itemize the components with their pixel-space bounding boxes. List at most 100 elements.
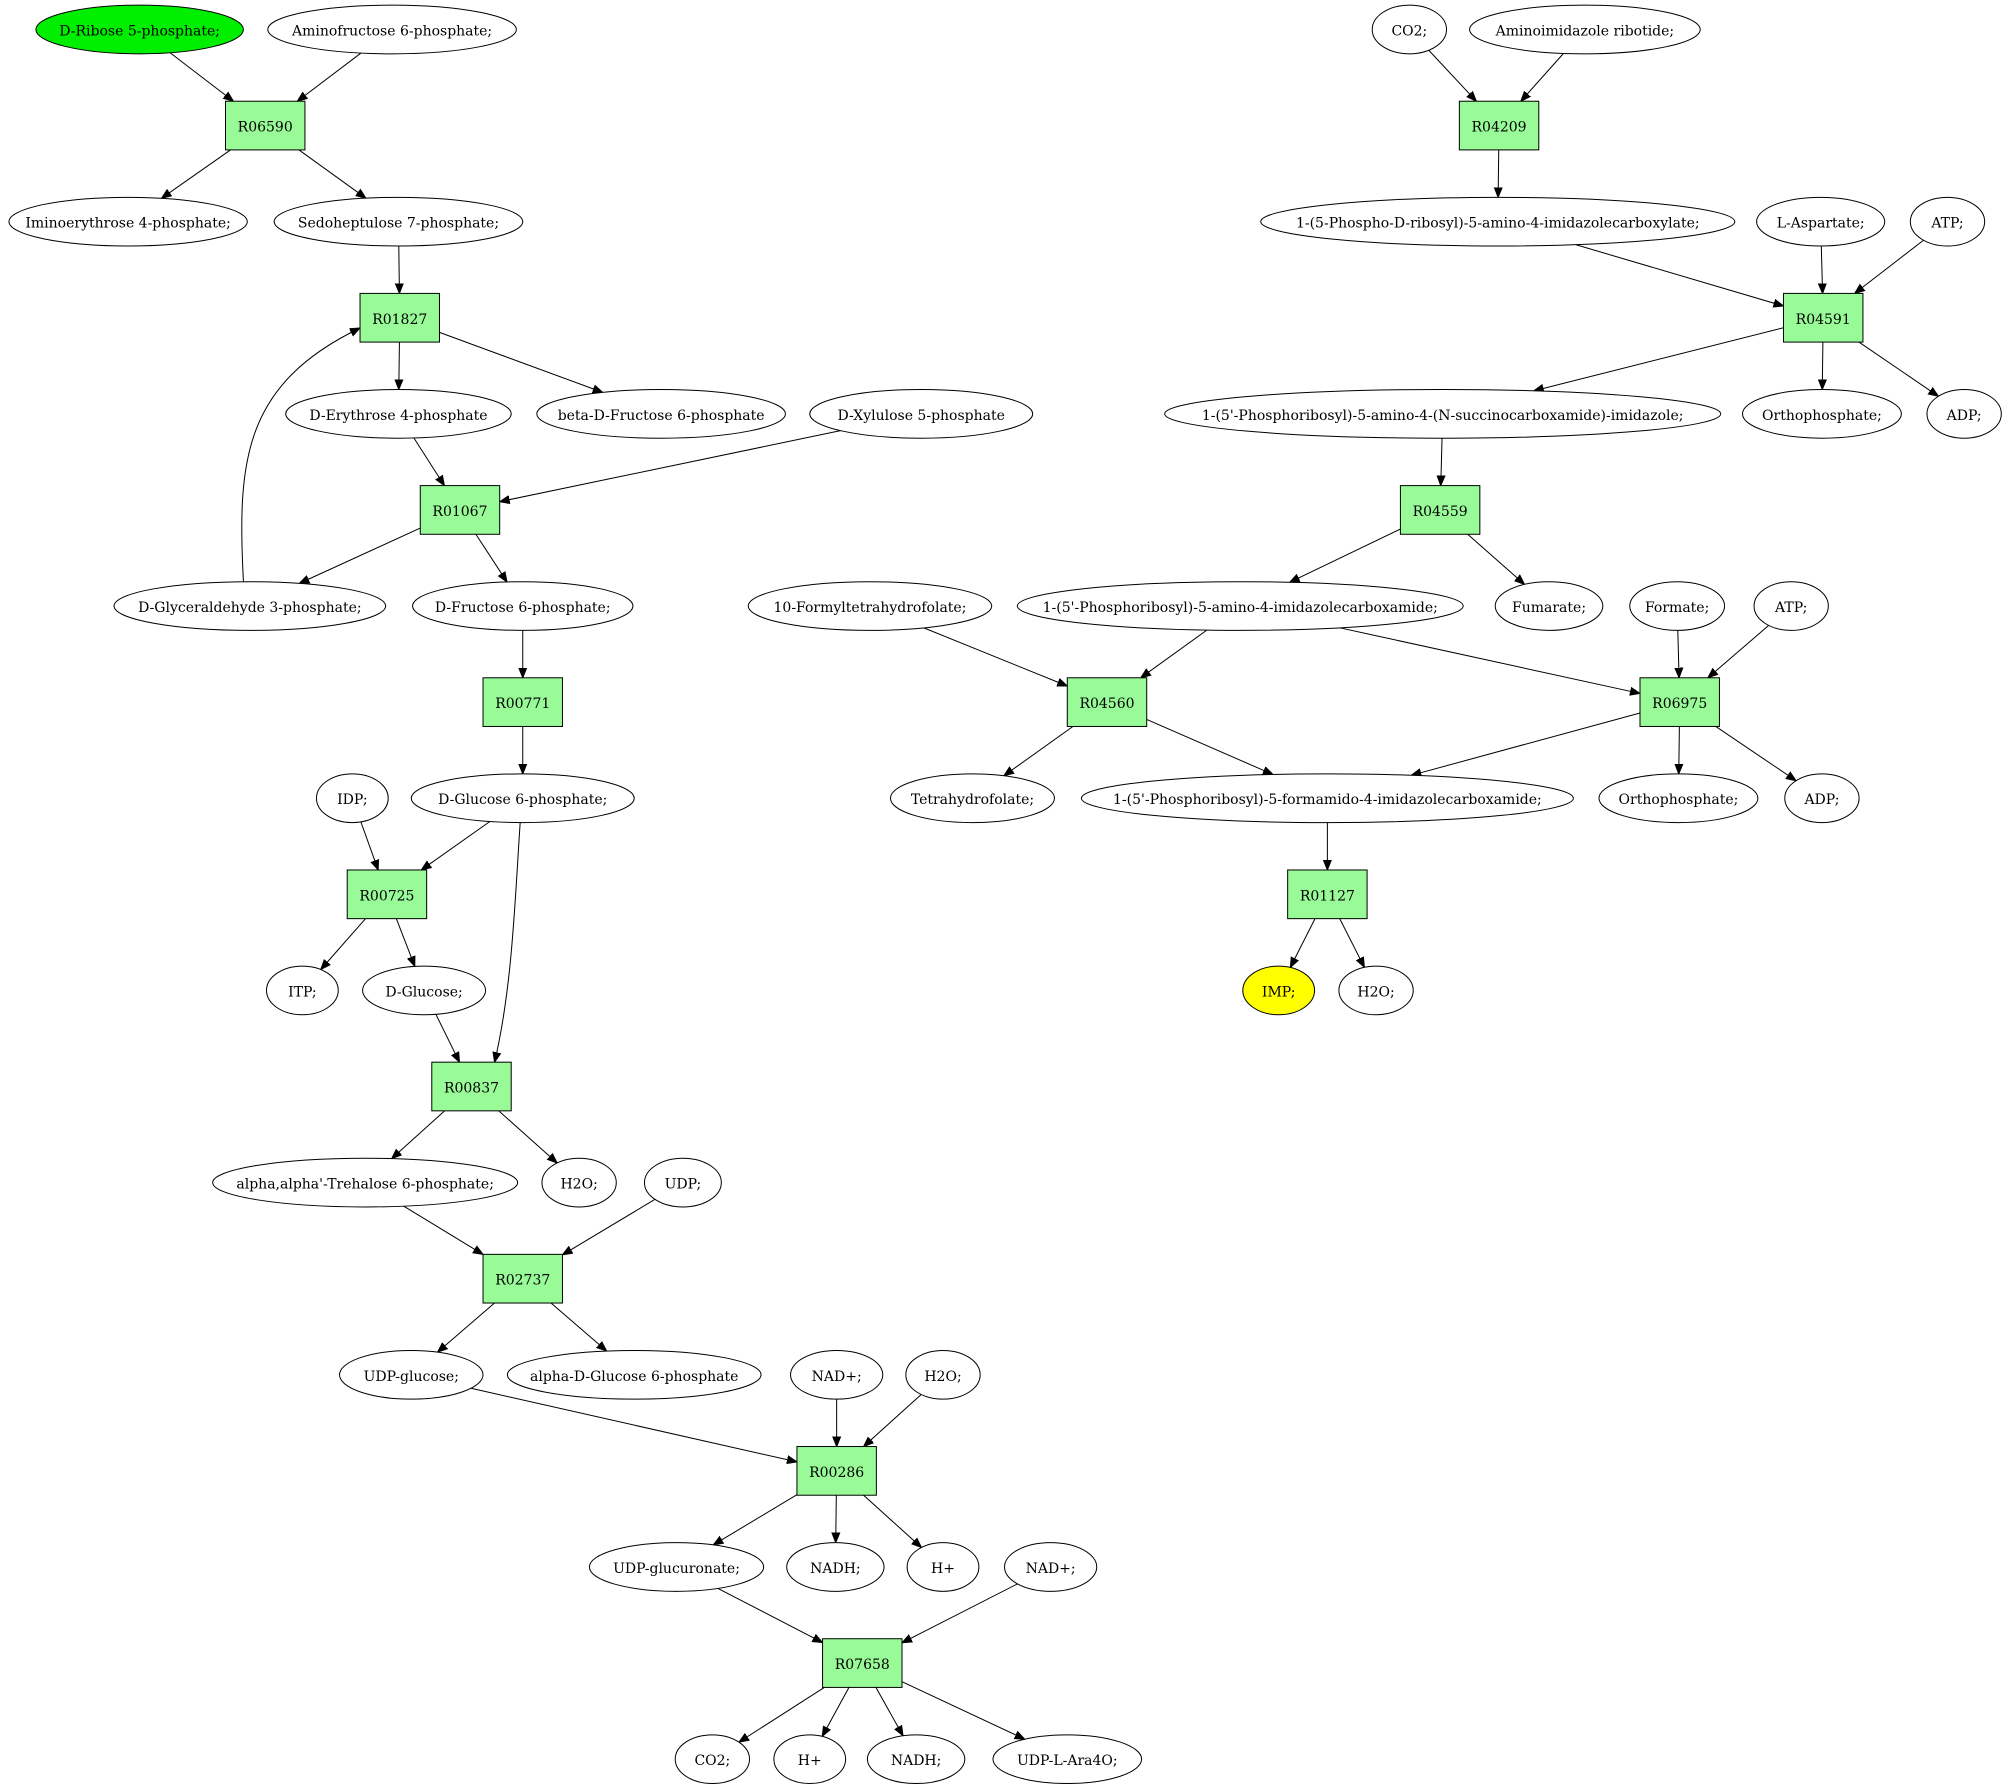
reaction-node-r01827[interactable]: R01827 bbox=[359, 292, 440, 343]
compound-node[interactable]: ATP; bbox=[1753, 581, 1829, 631]
compound-label: 1-(5'-Phosphoribosyl)-5-amino-4-imidazol… bbox=[1043, 600, 1438, 616]
compound-node[interactable]: UDP; bbox=[643, 1157, 722, 1208]
compound-ellipse bbox=[113, 581, 387, 631]
compound-node[interactable]: CO2; bbox=[674, 1734, 751, 1784]
edge-c_aicar-to-R06975 bbox=[1339, 627, 1640, 694]
compound-label: D-Glucose; bbox=[385, 984, 462, 1000]
edge-R00725-to-c_glc bbox=[395, 918, 414, 967]
edge-R06975-to-c_pi_b bbox=[1679, 726, 1680, 773]
compound-node[interactable]: IMP; bbox=[1242, 965, 1316, 1016]
edge-c_saicar-to-R04559 bbox=[1441, 438, 1442, 485]
compound-node[interactable]: Orthophosphate; bbox=[1742, 389, 1902, 439]
compound-node[interactable]: NADH; bbox=[786, 1542, 885, 1592]
reaction-node-r04560[interactable]: R04560 bbox=[1066, 677, 1148, 727]
compound-node[interactable]: H2O; bbox=[905, 1349, 981, 1400]
reaction-label: R00286 bbox=[809, 1465, 864, 1481]
edge-R01827-to-c_ery4p bbox=[399, 342, 400, 389]
edge-R02737-to-c_udpglc bbox=[438, 1302, 495, 1352]
compound-node[interactable]: ADP; bbox=[1926, 389, 2002, 439]
compound-ellipse bbox=[1469, 4, 1701, 55]
reaction-node-r00286[interactable]: R00286 bbox=[796, 1446, 877, 1496]
compound-node[interactable]: ITP; bbox=[266, 965, 339, 1016]
compound-node[interactable]: alpha,alpha'-Trehalose 6-phosphate; bbox=[212, 1157, 519, 1208]
compound-ellipse bbox=[1242, 965, 1316, 1016]
reaction-node-r06975[interactable]: R06975 bbox=[1639, 677, 1720, 727]
edge-c_treh6p-to-R02737 bbox=[403, 1205, 483, 1254]
compound-node[interactable]: D-Xylulose 5-phosphate bbox=[809, 389, 1034, 439]
edge-R04559-to-c_fum bbox=[1467, 533, 1525, 584]
edge-R04591-to-c_saicar bbox=[1534, 327, 1784, 391]
reaction-node-r01127[interactable]: R01127 bbox=[1287, 869, 1368, 920]
compound-node[interactable]: D-Fructose 6-phosphate; bbox=[412, 581, 634, 631]
edge-R04560-to-c_thf bbox=[1004, 726, 1074, 775]
compound-node[interactable]: UDP-glucuronate; bbox=[588, 1542, 765, 1592]
compound-ellipse bbox=[786, 1542, 885, 1592]
compound-node[interactable]: 10-Formyltetrahydrofolate; bbox=[747, 581, 993, 631]
compound-node[interactable]: beta-D-Fructose 6-phosphate bbox=[536, 389, 786, 439]
reaction-box bbox=[431, 1061, 512, 1112]
compound-node[interactable]: Iminoerythrose 4-phosphate; bbox=[8, 196, 248, 247]
compound-node[interactable]: Sedoheptulose 7-phosphate; bbox=[273, 196, 524, 247]
compound-node[interactable]: NADH; bbox=[866, 1734, 966, 1784]
reaction-box bbox=[1399, 485, 1481, 535]
compound-node[interactable]: ADP; bbox=[1784, 773, 1860, 824]
compound-node[interactable]: H2O; bbox=[541, 1157, 617, 1208]
reaction-node-r06590[interactable]: R06590 bbox=[225, 100, 306, 151]
compound-node[interactable]: alpha-D-Glucose 6-phosphate bbox=[506, 1349, 762, 1400]
compound-node[interactable]: Formate; bbox=[1629, 581, 1726, 631]
compound-node[interactable]: H+ bbox=[773, 1734, 847, 1784]
compound-node[interactable]: Aminofructose 6-phosphate; bbox=[267, 4, 517, 55]
reaction-label: R01127 bbox=[1300, 888, 1355, 904]
reaction-label: R04209 bbox=[1472, 120, 1527, 136]
edge-R00725-to-c_itp bbox=[321, 918, 366, 970]
reaction-node-r00837[interactable]: R00837 bbox=[431, 1061, 512, 1112]
compound-label: D-Xylulose 5-phosphate bbox=[838, 408, 1005, 424]
compound-node[interactable]: CO2; bbox=[1371, 4, 1448, 55]
compound-node[interactable]: Aminoimidazole ribotide; bbox=[1469, 4, 1701, 55]
compound-node[interactable]: 1-(5-Phospho-D-ribosyl)-5-amino-4-imidaz… bbox=[1260, 196, 1736, 247]
compound-label: D-Glucose 6-phosphate; bbox=[438, 792, 607, 808]
compound-node[interactable]: Fumarate; bbox=[1494, 581, 1604, 631]
edge-R07658-to-c_nadh_b bbox=[875, 1687, 903, 1735]
reaction-label: R00725 bbox=[359, 888, 414, 904]
compound-node[interactable]: ATP; bbox=[1909, 196, 1986, 247]
compound-node[interactable]: D-Glyceraldehyde 3-phosphate; bbox=[113, 581, 387, 631]
reaction-box bbox=[482, 1253, 563, 1304]
compound-node[interactable]: D-Glucose; bbox=[362, 965, 487, 1016]
reaction-node-r00725[interactable]: R00725 bbox=[346, 869, 428, 920]
compound-node[interactable]: 1-(5'-Phosphoribosyl)-5-formamido-4-imid… bbox=[1080, 773, 1574, 824]
reaction-box bbox=[1066, 677, 1148, 727]
compound-node[interactable]: 1-(5'-Phosphoribosyl)-5-amino-4-imidazol… bbox=[1016, 581, 1464, 631]
reaction-node-r07658[interactable]: R07658 bbox=[822, 1638, 903, 1688]
compound-node[interactable]: L-Aspartate; bbox=[1756, 196, 1886, 247]
compound-label: Iminoerythrose 4-phosphate; bbox=[25, 216, 230, 232]
compound-node[interactable]: D-Erythrose 4-phosphate bbox=[285, 389, 512, 439]
reaction-node-r04559[interactable]: R04559 bbox=[1399, 485, 1481, 535]
compound-node[interactable]: Tetrahydrofolate; bbox=[889, 773, 1055, 824]
edge-c_nad_b-to-R07658 bbox=[902, 1583, 1018, 1643]
compound-ellipse bbox=[643, 1157, 722, 1208]
reaction-node-r04209[interactable]: R04209 bbox=[1458, 100, 1540, 151]
compound-node[interactable]: NAD+; bbox=[790, 1349, 884, 1400]
compound-label: D-Erythrose 4-phosphate bbox=[309, 408, 487, 424]
reaction-node-r02737[interactable]: R02737 bbox=[482, 1253, 563, 1304]
compound-node[interactable]: H2O; bbox=[1338, 965, 1414, 1016]
compound-node[interactable]: Orthophosphate; bbox=[1598, 773, 1759, 824]
compound-node[interactable]: NAD+; bbox=[1004, 1542, 1098, 1592]
compound-ellipse bbox=[1742, 389, 1902, 439]
compound-node[interactable]: 1-(5'-Phosphoribosyl)-5-amino-4-(N-succi… bbox=[1164, 389, 1722, 439]
edge-R00837-to-c_treh6p bbox=[392, 1110, 445, 1159]
compound-node[interactable]: D-Glucose 6-phosphate; bbox=[410, 773, 635, 824]
compound-node[interactable]: UDP-glucose; bbox=[339, 1349, 484, 1400]
compound-node[interactable]: D-Ribose 5-phosphate; bbox=[35, 4, 244, 55]
compound-node[interactable]: H+ bbox=[906, 1542, 980, 1592]
reaction-node-r01067[interactable]: R01067 bbox=[419, 485, 501, 535]
compound-ellipse bbox=[362, 965, 487, 1016]
reaction-node-r04591[interactable]: R04591 bbox=[1783, 292, 1864, 343]
compound-label: UDP-L-Ara4O; bbox=[1017, 1753, 1118, 1769]
compound-ellipse bbox=[674, 1734, 751, 1784]
compound-node[interactable]: UDP-L-Ara4O; bbox=[992, 1734, 1143, 1784]
reaction-node-r00771[interactable]: R00771 bbox=[482, 677, 563, 727]
compound-ellipse bbox=[8, 196, 248, 247]
compound-node[interactable]: IDP; bbox=[315, 773, 389, 824]
